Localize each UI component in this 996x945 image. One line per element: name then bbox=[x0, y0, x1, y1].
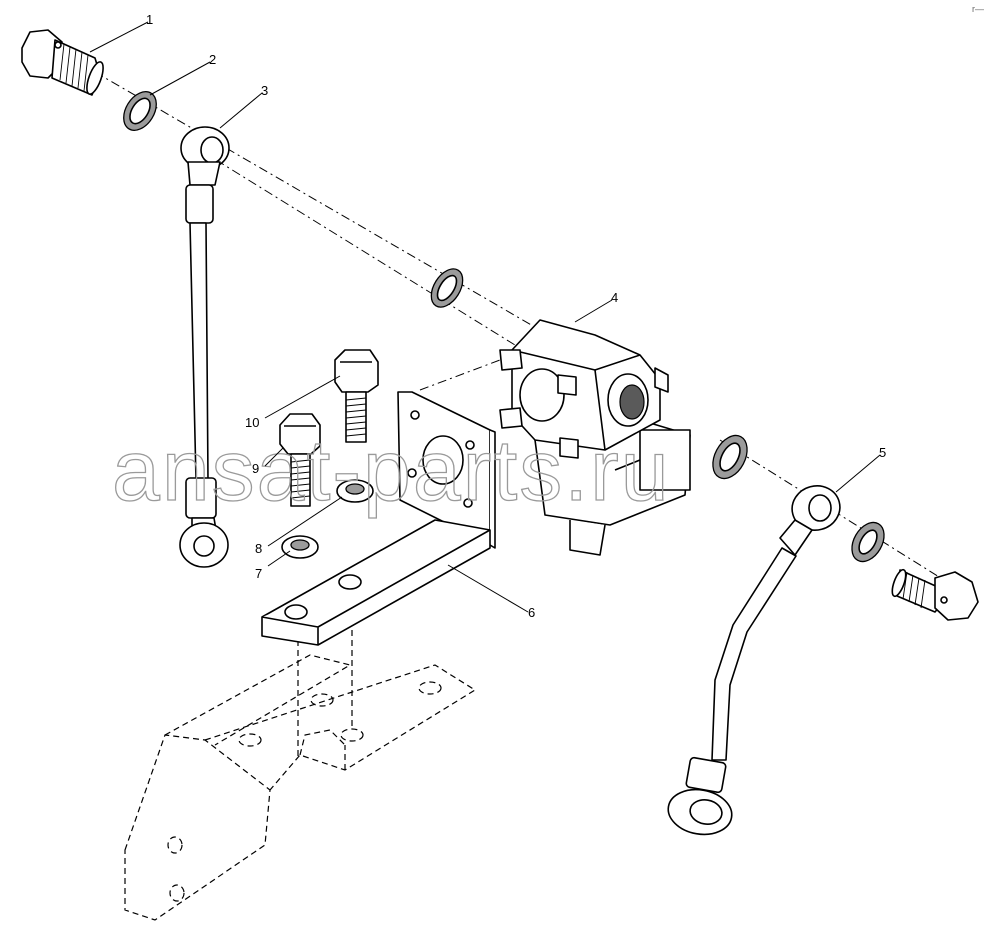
banjo-bolt-1 bbox=[21, 29, 104, 96]
watermark-text: ansat-parts.ru bbox=[112, 423, 671, 519]
callout-6: 6 bbox=[528, 605, 535, 620]
bolt-9 bbox=[279, 413, 321, 507]
spring-washer-7 bbox=[281, 535, 319, 559]
callout-1: 1 bbox=[146, 12, 153, 27]
bolt-10 bbox=[334, 349, 379, 443]
callout-3: 3 bbox=[261, 83, 268, 98]
oil-line-3 bbox=[179, 126, 230, 568]
callout-leaders bbox=[89, 21, 881, 613]
valve-4 bbox=[499, 319, 691, 556]
callout-8: 8 bbox=[255, 541, 262, 556]
assembly-axis-line bbox=[94, 71, 961, 591]
bracket-axis-line bbox=[419, 359, 501, 391]
callout-5: 5 bbox=[879, 445, 886, 460]
banjo-bolt-right bbox=[891, 568, 979, 621]
corner-mark: r— bbox=[972, 4, 984, 14]
mounting-bracket-outline bbox=[124, 600, 477, 921]
callout-7: 7 bbox=[255, 566, 262, 581]
oil-line-5 bbox=[667, 485, 841, 836]
callout-2: 2 bbox=[209, 52, 216, 67]
callout-9: 9 bbox=[252, 461, 259, 476]
callout-4: 4 bbox=[611, 290, 618, 305]
sealing-washer-right bbox=[851, 521, 885, 563]
sealing-washer-mid bbox=[430, 268, 464, 308]
sealing-washer-2 bbox=[123, 91, 157, 131]
callout-10: 10 bbox=[245, 415, 259, 430]
bracket-6 bbox=[261, 391, 496, 646]
sealing-washer-outlet bbox=[712, 434, 748, 480]
cap-screws bbox=[499, 349, 669, 459]
assembly-axis-line-2 bbox=[199, 149, 516, 346]
lock-washer-8 bbox=[336, 479, 374, 503]
callout-labels: 1 2 3 4 5 6 7 8 9 10 bbox=[146, 12, 886, 620]
